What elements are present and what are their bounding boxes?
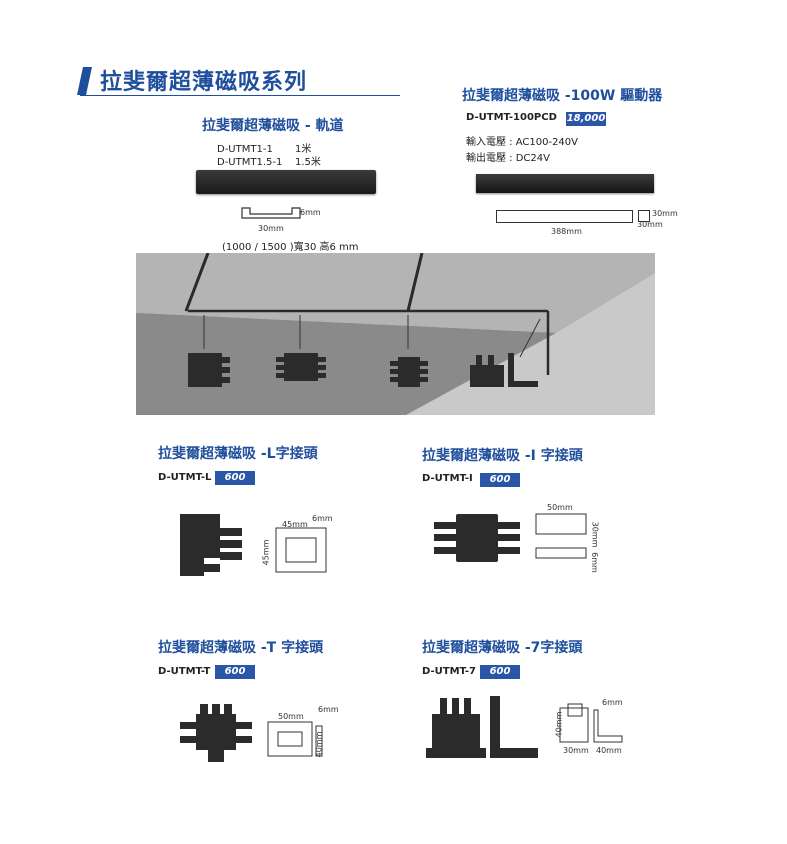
connector-t-code: D-UTMT-T [158, 666, 211, 677]
track-spec: (1000 / 1500 )寬30 高6 mm [222, 242, 359, 253]
driver-code: D-UTMT-100PCD [466, 112, 557, 123]
connector-7-price: 600 [480, 665, 520, 679]
driver-title: 拉斐爾超薄磁吸 -100W 驅動器 [462, 88, 663, 104]
connector-7-code: D-UTMT-7 [422, 666, 476, 677]
connector-t-dim-width: 50mm [278, 712, 304, 721]
connector-l-price: 600 [215, 471, 255, 485]
connector-l-drawing [275, 527, 327, 573]
track-title: 拉斐爾超薄磁吸 - 軌道 [202, 118, 344, 134]
connector-t-dim-thickness: 6mm [318, 705, 339, 714]
connector-t-drawing [267, 721, 323, 757]
connector-i-image [434, 514, 520, 562]
track-dim-height: 6mm [300, 208, 321, 217]
track-profile-drawing [241, 207, 301, 219]
connector-t-price: 600 [215, 665, 255, 679]
connector-7-drawing [559, 703, 623, 743]
connector-7-title: 拉斐爾超薄磁吸 -7字接頭 [422, 640, 583, 656]
connector-7-image [426, 696, 538, 758]
connector-l-title: 拉斐爾超薄磁吸 -L字接頭 [158, 446, 318, 462]
connector-l-dim-width: 45mm [282, 520, 308, 529]
driver-unit-image [476, 174, 654, 193]
connector-i-dim-width: 30mm [590, 521, 600, 548]
driver-price-badge: 18,000 [566, 112, 606, 126]
driver-side-drawing [496, 210, 633, 223]
connector-l-code: D-UTMT-L [158, 472, 212, 483]
connector-i-dim-thickness: 6mm [589, 552, 599, 573]
track-dim-width: 30mm [258, 224, 284, 233]
driver-end-drawing [638, 210, 650, 222]
connector-i-title: 拉斐爾超薄磁吸 -I 字接頭 [422, 448, 583, 464]
connector-i-code: D-UTMT-I [422, 473, 473, 484]
driver-dim-b: 30mm [637, 220, 663, 229]
connector-l-dim-height: 45mm [261, 539, 271, 566]
connector-l-image [180, 514, 242, 576]
connector-t-dim-height: 40mm [314, 731, 324, 758]
driver-dim-length: 388mm [551, 227, 582, 236]
driver-output-spec: 輸出電壓 : DC24V [466, 153, 550, 164]
connector-t-title: 拉斐爾超薄磁吸 -T 字接頭 [158, 640, 324, 656]
page-title: 拉斐爾超薄磁吸系列 [100, 70, 308, 95]
header-accent-bar [77, 67, 92, 95]
installation-scene-photo [136, 253, 655, 415]
connector-i-dim-length: 50mm [547, 503, 573, 512]
connector-l-dim-thickness: 6mm [312, 514, 333, 523]
track-rail-image [196, 170, 376, 194]
connector-i-price: 600 [480, 473, 520, 487]
connector-7-dim-height: 40mm [554, 711, 564, 738]
connector-i-drawing [535, 513, 587, 559]
connector-7-dim-length: 40mm [596, 746, 622, 755]
driver-dim-a: 30mm [652, 209, 678, 218]
connector-7-dim-width: 30mm [563, 746, 589, 755]
connector-7-dim-thickness: 6mm [602, 698, 623, 707]
driver-input-spec: 輸入電壓 : AC100-240V [466, 137, 578, 148]
connector-t-image [180, 704, 252, 762]
header-underline [80, 95, 400, 96]
